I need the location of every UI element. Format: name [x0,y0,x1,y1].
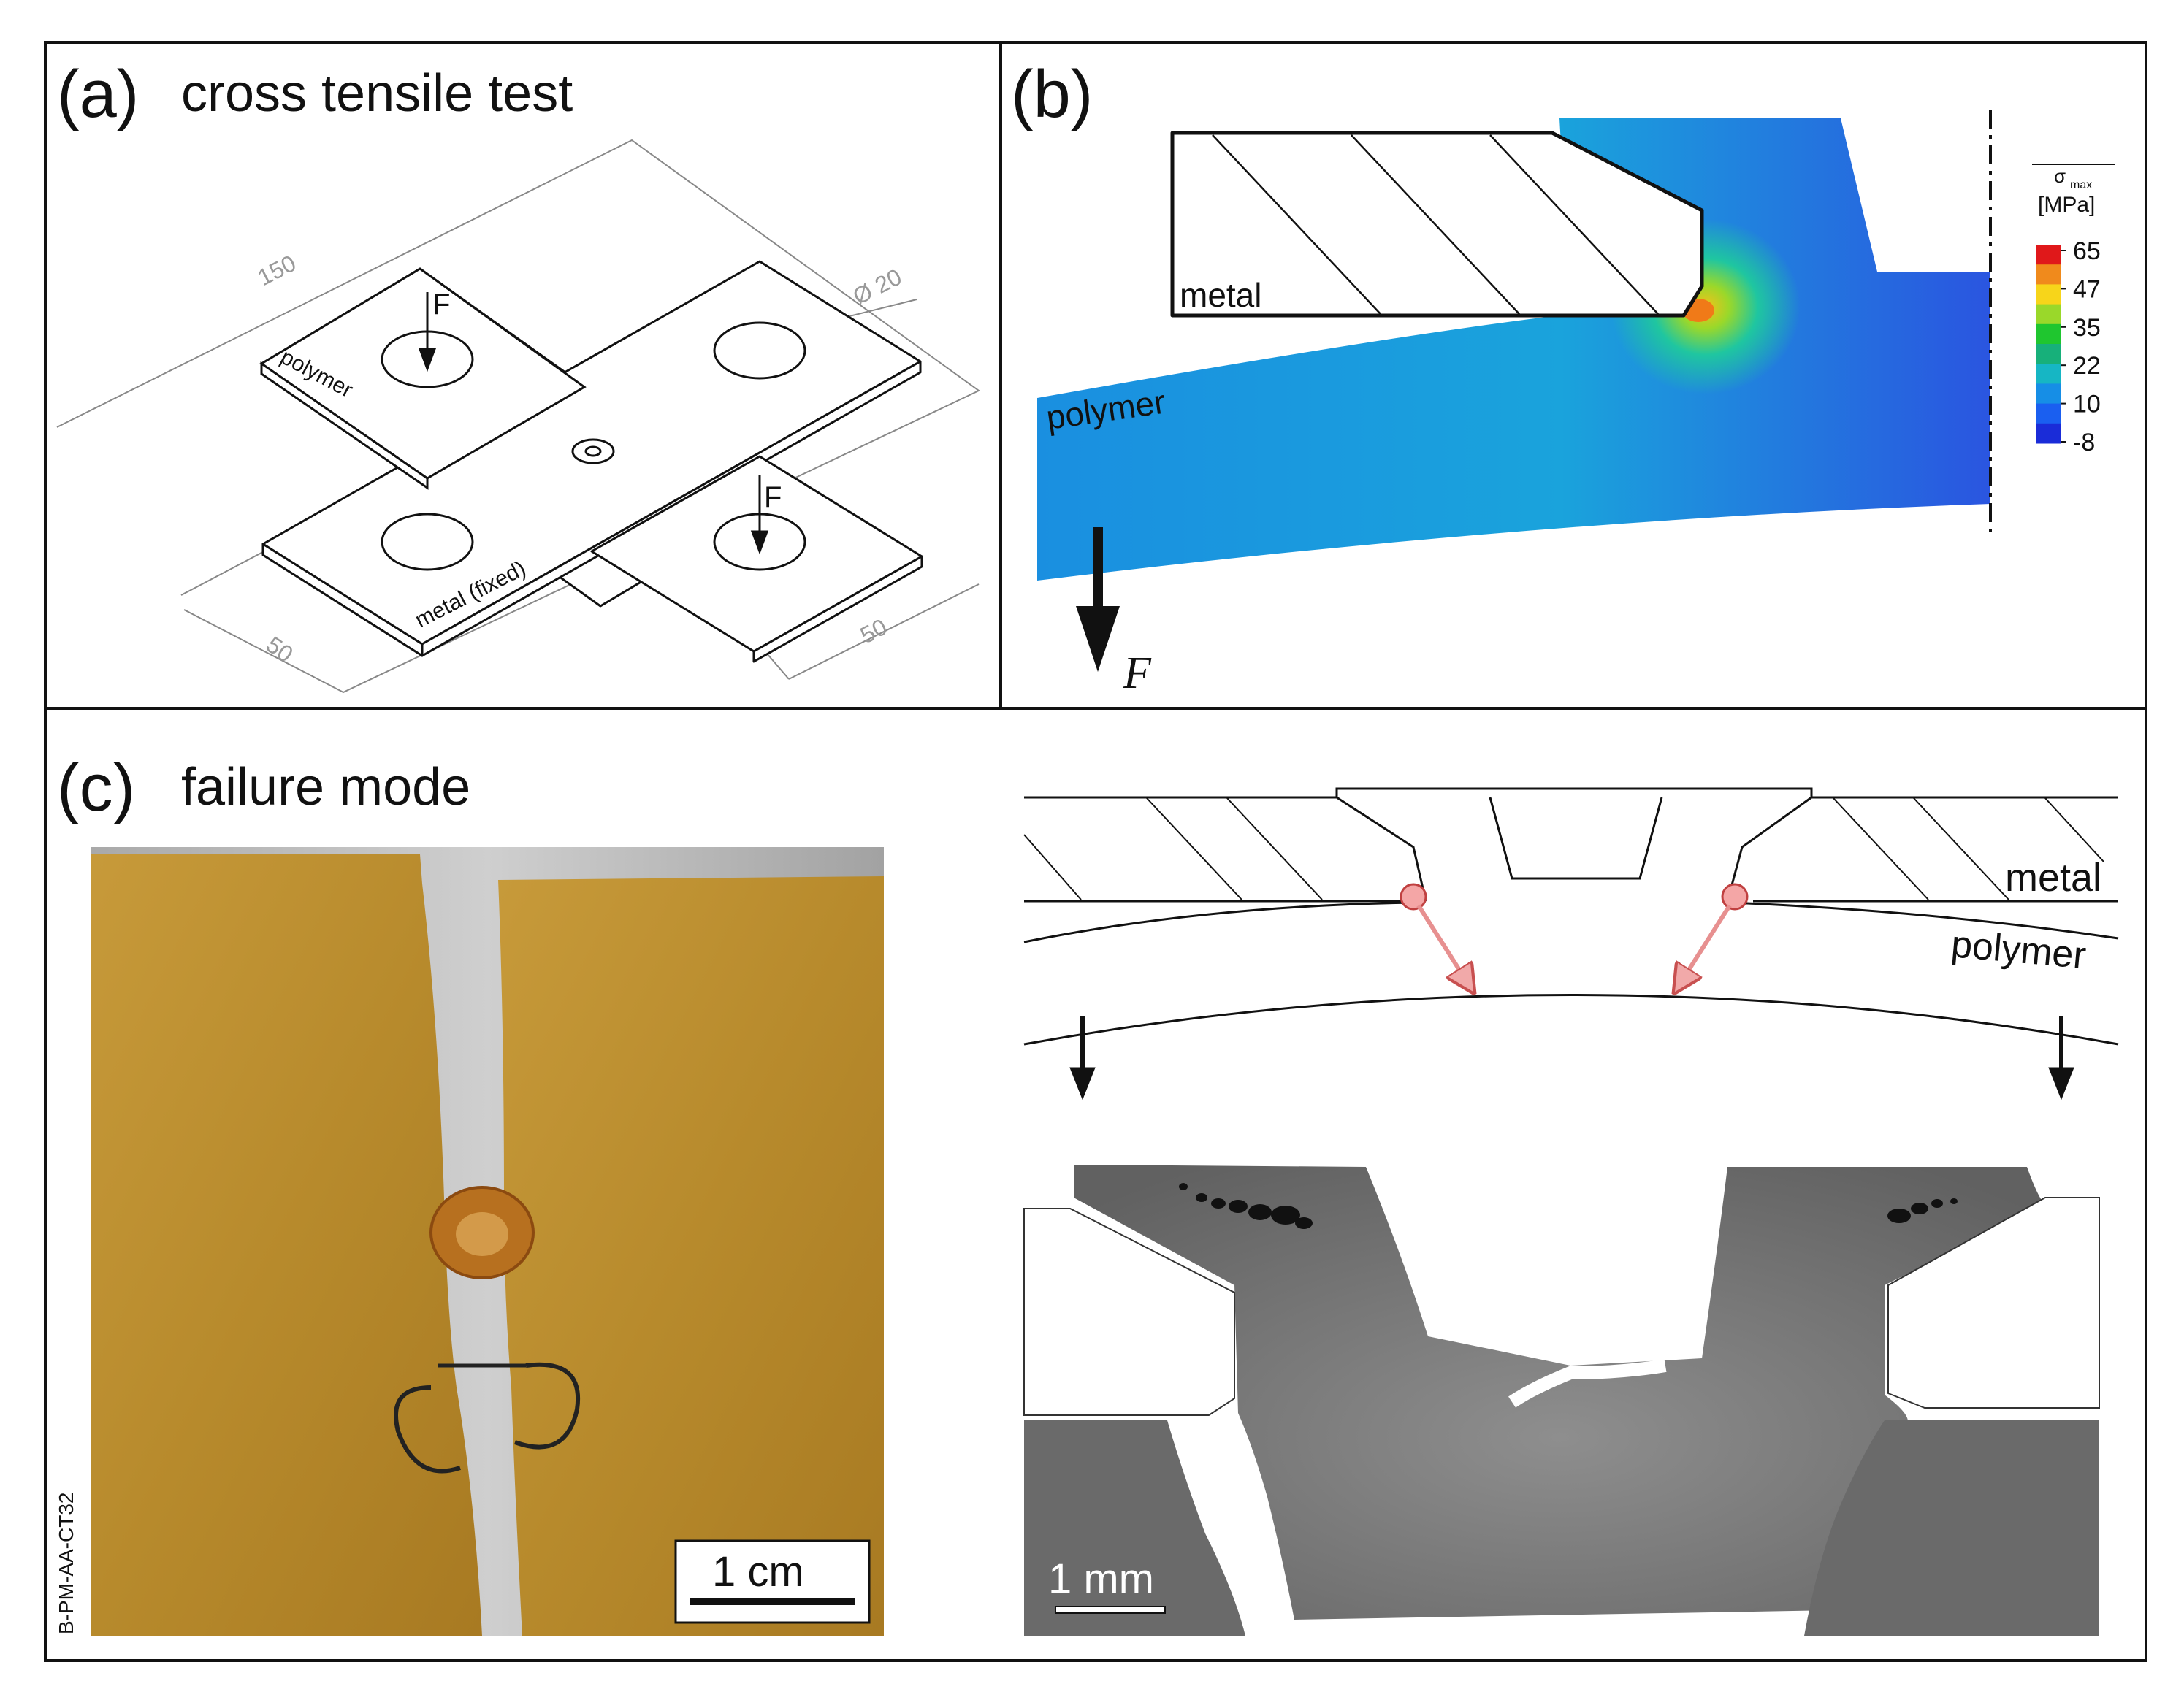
legend-tick-label: 35 [2073,314,2101,342]
metal-block-b [1170,131,1704,318]
metal-hole-left [1336,796,1427,902]
dim-length: 150 [253,250,300,291]
panel-c-tag: (c) [57,751,135,825]
legend-color-band [2036,344,2061,364]
hole-top-right [713,321,806,380]
photo-scale-bar [690,1598,855,1605]
panel-frames [44,41,2147,1662]
crack-arrow-right [1676,904,1732,989]
label-metal-b: metal [1180,276,1261,314]
dim-width-left: 50 [261,631,298,667]
legend-color-band [2036,284,2061,305]
dim-ext-right [788,583,980,680]
legend-color-band [2036,245,2061,265]
legend-tick-labels: 65 47 35 22 10 -8 [2061,237,2101,456]
micrograph-polymer-lower-right [1804,1420,2099,1636]
micrograph-polymer-lower-left [1024,1420,1245,1636]
force-arrow-top-head [418,348,437,372]
legend-tick-label: -8 [2073,429,2095,456]
metal-hatch-c [1023,797,2104,900]
micrograph-voids [1179,1183,1958,1229]
legend-color-band [2036,304,2061,325]
legend-color-bar [2036,245,2061,444]
photo-ink-loop-left [394,1385,461,1474]
polymer-line-right [1730,901,2119,940]
photo-ink-loop-right [513,1362,581,1450]
polymer-plate-top-edge [260,361,429,490]
panel-b: (b) metal polymer F σ max [MPa] 65473522… [1011,57,2115,698]
photo-scale-box [674,1539,871,1624]
legend-symbol: σ [2054,165,2066,187]
legend-tick-label: 47 [2073,275,2101,303]
legend-color-band [2036,264,2061,285]
legend-tick-label: 65 [2073,237,2101,265]
photo-polymer-left [91,854,482,1636]
micrograph-polymer [1074,1165,2045,1620]
force-arrows-a [418,292,769,555]
crack-origin-left [1400,883,1427,911]
outer-frame [44,41,2147,1662]
micro-scale-label: 1 mm [1048,1555,1154,1603]
force-arrows-c [1069,1016,2074,1100]
legend-tick-label: 22 [2073,352,2101,380]
center-ring-inner [584,445,602,457]
failure-schematic [1023,787,2119,1046]
metal-top-line [1024,787,2118,799]
micrograph-metal-right [1887,1197,2100,1409]
photo-polymer-right [498,876,884,1636]
force-label-b: F [1123,648,1152,698]
photo-scale-label: 1 cm [712,1548,804,1596]
force-arrow-c-right-head [2048,1067,2074,1100]
specimen-photo: 1 cm [91,847,884,1636]
legend-color-band [2036,383,2061,405]
metal-hatch-b [1212,134,1659,315]
legend-color-band [2036,323,2061,345]
dimension-lines [56,139,980,694]
photo-clinch-center [456,1212,508,1256]
force-label-top: F [432,288,450,321]
outer-envelope [56,139,980,694]
panel-a-tag: (a) [57,57,139,131]
micrograph-fracture-surface [1508,1359,1667,1408]
force-label-bottom: F [764,481,782,513]
crack-arrow-left [1416,904,1472,989]
panel-b-tag: (b) [1011,57,1093,131]
stress-legend: σ max [MPa] 65 47 35 22 10 -8 [2032,164,2115,456]
clinch-button-outline [1489,797,1663,880]
legend-unit: [MPa] [2038,193,2095,217]
force-arrow-b-head [1076,606,1120,672]
legend-color-band [2036,364,2061,384]
hole-bottom-left [381,513,474,571]
crack-origin-right [1721,883,1749,911]
dim-diameter: Ø 20 [849,264,906,310]
label-metal-c: metal [2005,856,2101,900]
sample-id: B-PM-AA-CT32 [55,1493,77,1634]
force-arrow-b-shaft [1093,527,1103,615]
micro-scale-bar [1055,1606,1166,1614]
micrograph: 1 mm [1023,1161,2100,1636]
legend-tick-label: 10 [2073,391,2101,418]
panel-a: (a) cross tensile test 150 Ø 20 50 50 [56,57,980,694]
panel-a-title: cross tensile test [181,64,573,123]
detached-polymer-line [1023,994,2119,1046]
dim-ext-left [180,545,275,596]
legend-color-band [2036,403,2061,424]
metal-hole-right [1726,796,1812,902]
polymer-plate-bottom-edge [752,555,923,663]
legend-subscript: max [2070,179,2092,191]
legend-color-band [2036,423,2061,444]
dim-tick-right [766,653,790,680]
micrograph-metal-left [1023,1208,1235,1416]
force-arrow-c-left-head [1069,1067,1096,1100]
force-arrow-bottom-head [750,530,769,555]
panel-c-title: failure mode [181,758,470,816]
polymer-line-left [1023,901,1418,943]
panel-c: (c) failure mode 1 cm B-PM-AA-CT32 [55,751,2119,1636]
